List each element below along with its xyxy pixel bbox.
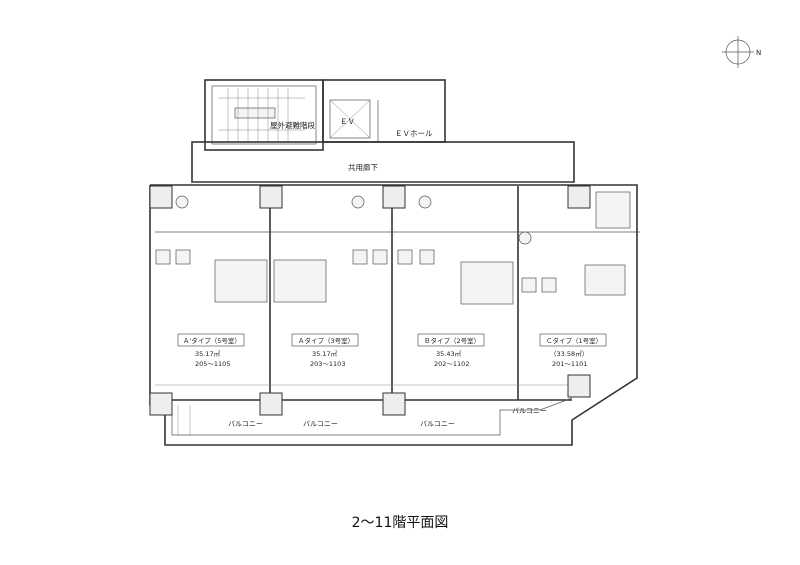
- unit-a-prime: Ａ'タイプ（5号室） 35.17㎡ 205〜1105: [177, 333, 245, 368]
- unit-a-rooms: 203〜1103: [310, 360, 345, 368]
- elevator-label: ＥＶ: [340, 117, 355, 126]
- compass: N: [722, 36, 761, 68]
- unit-c: Ｃタイプ（1号室） （33.58㎡） 201〜1101: [539, 333, 607, 368]
- unit-b-rooms: 202〜1102: [434, 360, 469, 368]
- ev-hall-label: ＥＶホール: [395, 129, 433, 138]
- unit-a-type: Ａタイプ（3号室）: [298, 336, 354, 345]
- bathroom-fixtures: [155, 191, 631, 305]
- outdoor-stair: 屋外避難階段: [204, 79, 324, 151]
- elevator-core: ＥＶ ＥＶホール: [322, 79, 446, 143]
- unit-a-area: 35.17㎡: [312, 349, 338, 358]
- unit-a-prime-type: Ａ'タイプ（5号室）: [183, 336, 241, 345]
- stair-label: 屋外避難階段: [270, 120, 315, 130]
- balcony-label-3: バルコニー: [420, 420, 455, 428]
- unit-c-type: Ｃタイプ（1号室）: [546, 336, 602, 345]
- unit-b-type: Ｂタイプ（2号室）: [424, 336, 480, 345]
- unit-a: Ａタイプ（3号室） 35.17㎡ 203〜1103: [291, 333, 359, 368]
- balcony-label-1: バルコニー: [228, 420, 263, 428]
- unit-c-area: （33.58㎡）: [550, 349, 588, 358]
- unit-b: Ｂタイプ（2号室） 35.43㎡ 202〜1102: [417, 333, 485, 368]
- common-corridor: 共用廊下: [191, 141, 575, 183]
- structural-columns: [149, 185, 591, 416]
- balcony-label-4: バルコニー: [512, 407, 547, 415]
- unit-b-area: 35.43㎡: [436, 349, 462, 358]
- balconies: バルコニー バルコニー バルコニー バルコニー: [228, 407, 547, 428]
- compass-north-label: N: [756, 49, 761, 57]
- unit-a-prime-area: 35.17㎡: [195, 349, 221, 358]
- balcony-label-2: バルコニー: [303, 420, 338, 428]
- unit-c-rooms: 201〜1101: [552, 360, 587, 368]
- plan-caption: 2〜11階平面図: [351, 515, 449, 531]
- unit-a-prime-rooms: 205〜1105: [195, 360, 230, 368]
- unit-walls: [155, 186, 640, 400]
- corridor-label: 共用廊下: [348, 162, 378, 172]
